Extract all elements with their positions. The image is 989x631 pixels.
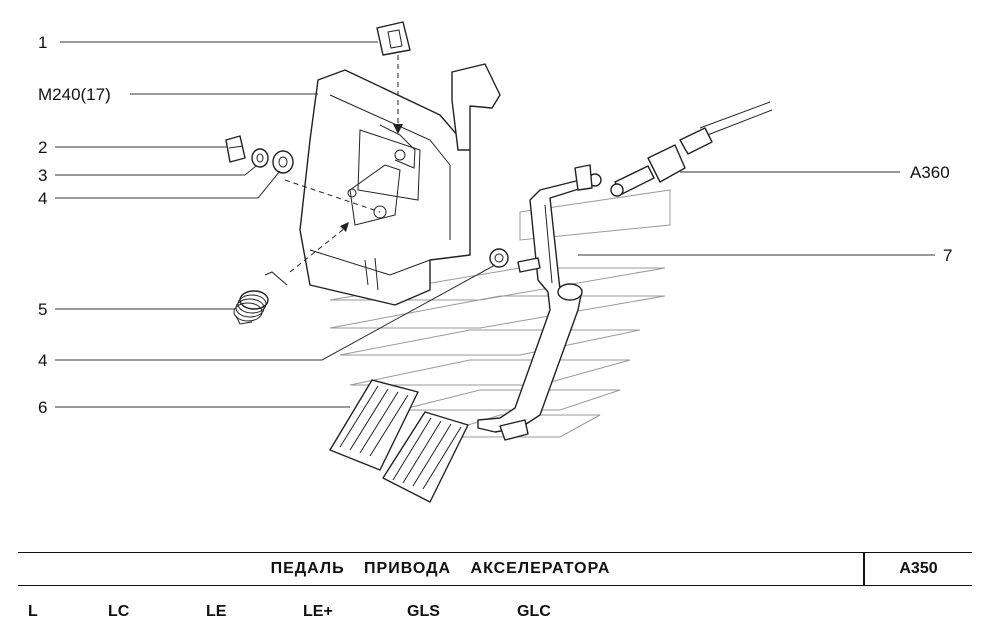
callout-m240: M240(17) — [38, 85, 111, 104]
title-divider — [863, 553, 865, 585]
part-2-clip — [225, 135, 246, 163]
leader-lines — [55, 41, 935, 408]
callout-5: 5 — [38, 300, 47, 319]
callout-a360: A360 — [910, 163, 950, 182]
part-3-washer — [251, 148, 269, 168]
variant-gls: GLS — [407, 603, 440, 620]
callout-1: 1 — [38, 33, 47, 52]
part-4-bushing-lower — [489, 248, 509, 268]
exploded-parts-diagram: 1 M240(17) 2 3 4 5 4 6 A360 7 — [38, 21, 952, 503]
callout-4-upper: 4 — [38, 189, 47, 208]
background-watermark — [329, 189, 671, 438]
variant-le-plus: LE+ — [303, 603, 333, 620]
part-5-spring — [233, 271, 288, 325]
diagram-code: A350 — [899, 560, 938, 577]
variant-glc: GLC — [517, 603, 551, 620]
variant-l: L — [28, 603, 38, 620]
assembly-lines — [284, 55, 403, 273]
callout-labels: 1 M240(17) 2 3 4 5 4 6 A360 7 — [38, 33, 952, 417]
variant-lc: LC — [108, 603, 130, 620]
throttle-cable-a360 — [610, 101, 773, 197]
callout-2: 2 — [38, 138, 47, 157]
variant-le: LE — [206, 603, 227, 620]
callout-3: 3 — [38, 166, 47, 185]
callout-6: 6 — [38, 398, 47, 417]
part-4-bushing-upper — [272, 150, 294, 174]
callout-4-lower: 4 — [38, 351, 47, 370]
pedal-bracket — [299, 63, 501, 306]
callout-7: 7 — [943, 246, 952, 265]
title-block: ПЕДАЛЬ ПРИВОДА АКСЕЛЕРАТОРА A350 — [18, 552, 972, 586]
part-1-pad — [376, 21, 411, 56]
diagram-title: ПЕДАЛЬ ПРИВОДА АКСЕЛЕРАТОРА — [270, 560, 611, 577]
part-6-pedal — [329, 164, 602, 503]
model-variants: L LC LE LE+ GLS GLC — [0, 598, 989, 626]
